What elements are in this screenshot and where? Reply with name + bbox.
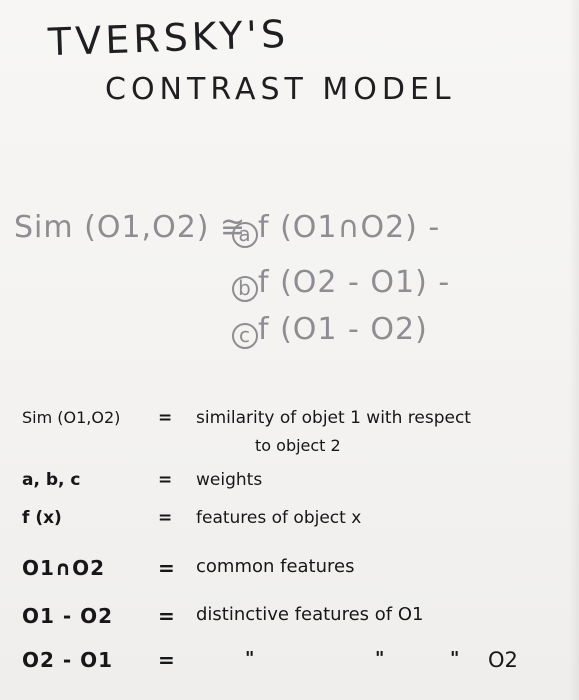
legend-term: Sim (O1,O2)	[22, 408, 121, 427]
legend-equals: =	[158, 408, 173, 428]
weight-a: a	[232, 222, 258, 248]
legend-equals: =	[158, 604, 175, 628]
weight-c: c	[232, 323, 258, 349]
title-line-2: CONTRAST MODEL	[105, 72, 456, 107]
legend-definition-end: O2	[488, 648, 518, 672]
legend-term: a, b, c	[22, 470, 81, 490]
formula-term-b: f (O2 - O1) -	[258, 265, 451, 300]
legend-equals: =	[158, 470, 173, 490]
weight-c-circle: c	[232, 315, 258, 350]
legend-definition: distinctive features of O1	[196, 604, 424, 625]
page-edge-shadow	[569, 0, 579, 700]
legend-definition: weights	[196, 470, 263, 490]
ditto-mark: "	[450, 648, 460, 669]
legend-equals: =	[158, 508, 173, 528]
legend-definition: common features	[196, 556, 355, 577]
legend-term: f (x)	[22, 508, 62, 528]
legend-equals: =	[158, 556, 175, 580]
weight-b-circle: b	[232, 268, 258, 303]
legend-definition: similarity of objet 1 with respect	[196, 408, 471, 428]
ditto-mark: "	[375, 648, 385, 669]
formula-term-c: f (O1 - O2)	[258, 312, 428, 347]
legend-definition-continued: to object 2	[255, 436, 341, 455]
legend-term: O1∩O2	[22, 556, 106, 580]
weight-b: b	[232, 276, 258, 302]
ditto-mark: "	[245, 648, 255, 669]
legend-equals: =	[158, 648, 175, 672]
title-line-1: TVERSKY'S	[47, 11, 290, 65]
formula-left-side: Sim (O1,O2) ≅	[14, 210, 247, 245]
formula-term-a: f (O1∩O2) -	[258, 210, 441, 245]
legend-term: O2 - O1	[22, 648, 114, 672]
legend-definition: features of object x	[196, 508, 362, 528]
legend-term: O1 - O2	[22, 604, 114, 628]
weight-a-circle: a	[232, 214, 258, 249]
